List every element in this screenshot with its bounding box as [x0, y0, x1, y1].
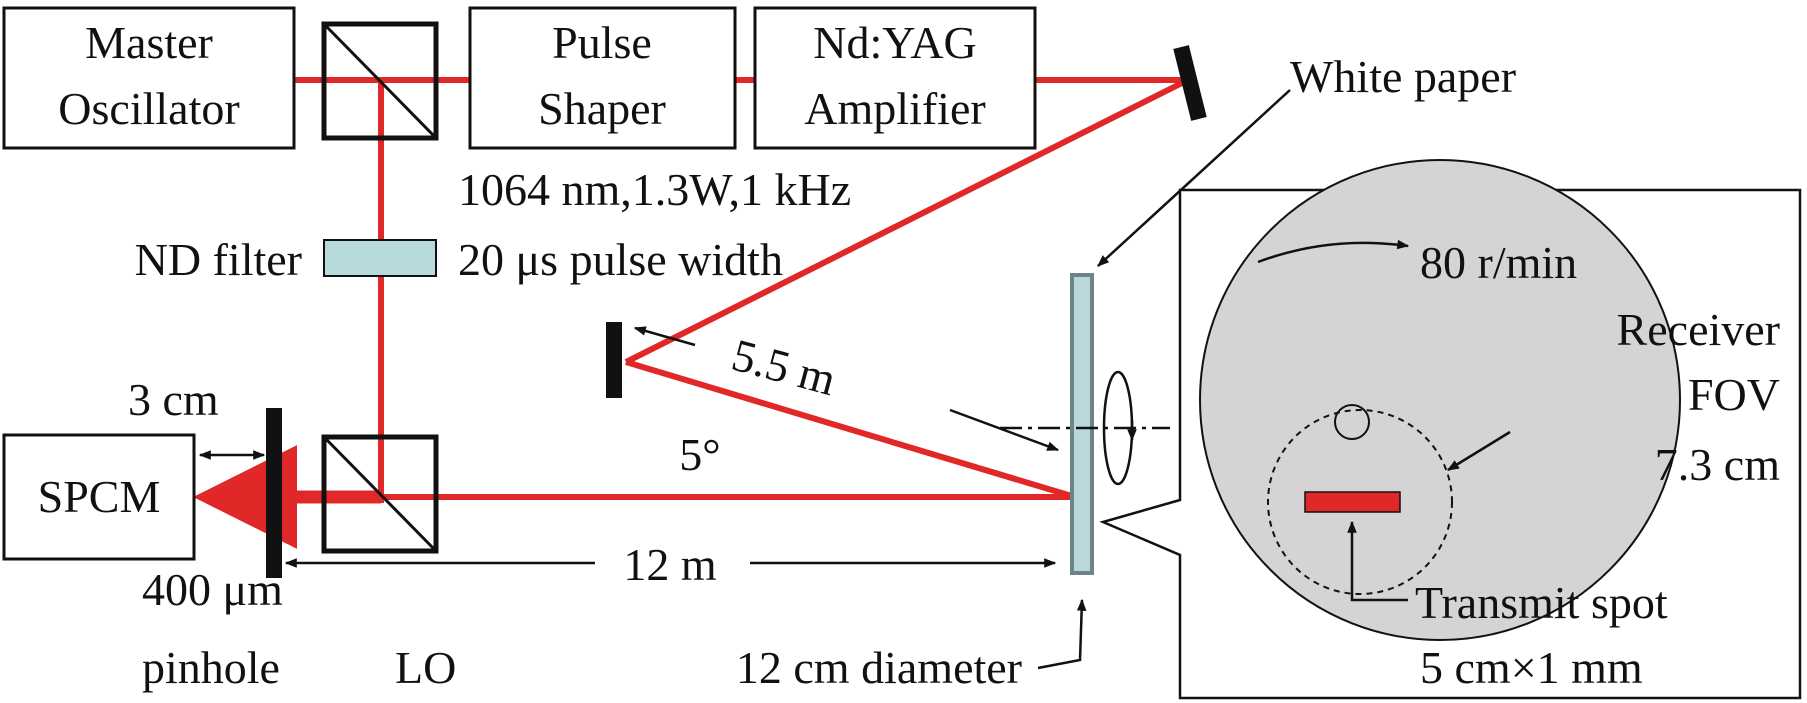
receiver-fov-arrow — [1446, 430, 1511, 472]
pulse-shaper-label-2: Shaper — [538, 83, 666, 134]
mirror-distance-label: 5.5 m — [727, 329, 842, 405]
transmit-spot-size-label: 5 cm×1 mm — [1420, 642, 1643, 693]
pulse-width-label: 20 μs pulse width — [458, 234, 783, 285]
pulse-shaper-box: Pulse Shaper — [468, 6, 737, 150]
receiver-fov-circle — [1267, 409, 1453, 595]
nd-filter — [323, 239, 437, 277]
white-paper-arrow — [1097, 89, 1291, 267]
diameter-arrow — [1037, 598, 1087, 670]
rotation-direction-arrow — [1257, 239, 1410, 264]
diameter-label: 12 cm diameter — [736, 642, 1022, 693]
spcm-label: SPCM — [38, 471, 161, 522]
master-oscillator-label-1: Master — [85, 17, 213, 68]
white-paper-target — [1070, 273, 1094, 575]
master-oscillator-label-2: Oscillator — [58, 83, 239, 134]
spcm-box: SPCM — [2, 433, 196, 561]
transmit-spot — [1304, 491, 1401, 513]
white-paper-label: White paper — [1290, 51, 1516, 102]
mirror-distance-arrow-right — [949, 408, 1060, 452]
amplifier-box: Nd:YAG Amplifier — [753, 6, 1037, 150]
pulse-shaper-label-1: Pulse — [552, 17, 652, 68]
pinhole-distance-label: 3 cm — [128, 374, 219, 425]
small-marker-circle — [1334, 404, 1370, 440]
lo-label: LO — [395, 642, 456, 693]
mirror-mid — [606, 322, 622, 398]
pinhole-label-1: 400 μm — [142, 564, 283, 615]
master-oscillator-box: Master Oscillator — [2, 6, 296, 150]
fov-size-label: 7.3 cm — [1655, 439, 1780, 490]
amplifier-label-2: Amplifier — [804, 83, 985, 134]
pinhole-label-2: pinhole — [142, 642, 280, 693]
transmit-spot-label: Transmit spot — [1415, 577, 1668, 628]
beam-splitter-lo — [321, 434, 439, 554]
mirror-distance-arrow-left — [633, 326, 696, 347]
receiver-label: Receiver — [1617, 304, 1780, 355]
laser-spec-label: 1064 nm,1.3W,1 kHz — [458, 164, 851, 215]
nd-filter-label: ND filter — [135, 234, 302, 285]
transmit-spot-arrow — [1347, 520, 1408, 602]
pinhole-plate — [266, 408, 282, 578]
rotating-disc — [1199, 159, 1681, 641]
rotation-speed-label: 80 r/min — [1420, 237, 1577, 288]
fov-label: FOV — [1688, 369, 1780, 420]
beam-splitter-top — [321, 21, 439, 141]
mirror-top-right — [1173, 45, 1207, 121]
amplifier-label-1: Nd:YAG — [813, 17, 977, 68]
angle-label: 5° — [679, 429, 720, 480]
laser-beam-path — [193, 77, 1190, 549]
target-distance-label: 12 m — [623, 539, 717, 590]
